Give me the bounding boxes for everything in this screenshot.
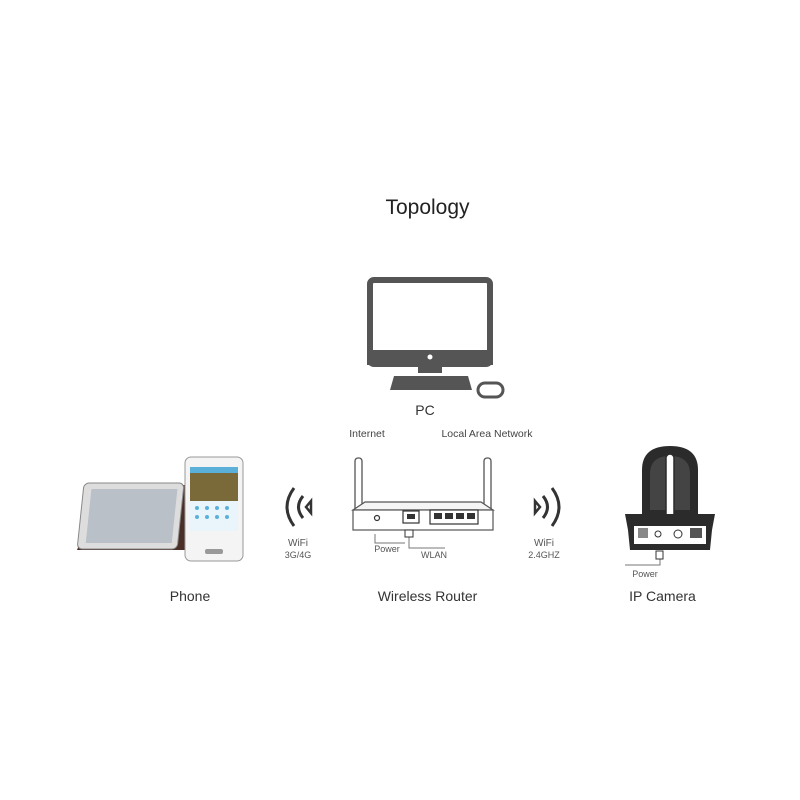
wifi-signal-left-icon [285,487,313,527]
camera-link-label: WiFi [534,538,554,549]
lan-label: Local Area Network [441,428,533,440]
router-power-label: Power [374,544,400,554]
pc-icon [367,277,505,399]
router-label: Wireless Router [377,588,478,604]
phone-link-label: WiFi [288,538,308,549]
ip-camera-icon [625,446,715,550]
camera-label: IP Camera [629,588,696,604]
camera-link-sub: 2.4GHZ [528,550,560,560]
camera-power-cable-icon [625,550,664,566]
wifi-signal-right-icon [533,487,561,527]
pc-label: PC [415,402,435,418]
camera-power-label: Power [632,569,658,579]
wlan-label: WLAN [420,550,447,560]
phone-link-sub: 3G/4G [284,550,312,560]
phone-label: Phone [169,588,211,604]
router-icon [351,457,495,549]
page-title: Topology [385,196,470,219]
internet-label: Internet [349,428,385,440]
phone-tablet-icon [77,456,244,562]
